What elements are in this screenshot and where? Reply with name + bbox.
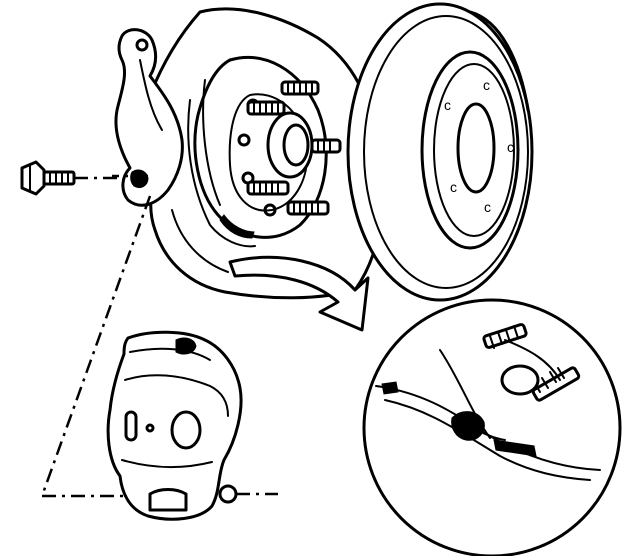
rotor-hole-mark: c <box>484 199 491 215</box>
rotor-hole-mark: c <box>483 77 490 93</box>
mounting-bolt <box>20 160 118 196</box>
brake-caliper <box>106 330 278 521</box>
rotor-hole-mark: c <box>444 97 451 113</box>
stud-2 <box>246 100 286 116</box>
stud-4 <box>246 180 290 196</box>
wheel-hub <box>187 55 328 248</box>
stud-5 <box>286 200 330 216</box>
stud-1 <box>280 80 320 96</box>
rotor-hole-mark: c <box>450 179 457 195</box>
rotor-hole-mark: c <box>507 139 514 155</box>
leader-lines <box>40 174 152 498</box>
curved-arrow-icon <box>228 255 370 332</box>
brake-rotor: c c c c c <box>346 2 534 302</box>
wheel-studs <box>246 80 342 216</box>
stud-3 <box>310 138 342 154</box>
detail-magnifier <box>362 298 622 556</box>
